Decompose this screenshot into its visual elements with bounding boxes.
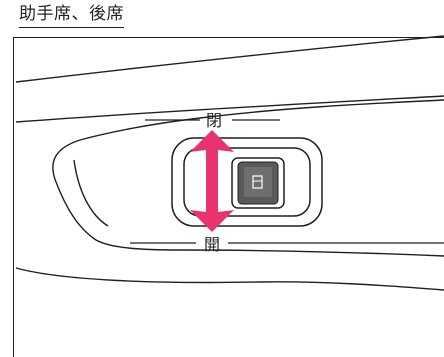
power-window-switch-icon: [231, 157, 285, 209]
arrow-up-head: [190, 130, 234, 188]
switch-bezel: [171, 137, 323, 227]
door-panel-lines: [15, 35, 444, 291]
callouts: [130, 119, 444, 244]
close-label: 閉: [206, 111, 222, 130]
door-window-switch-diagram: 閉 開: [15, 35, 444, 291]
door-lower-line: [15, 267, 444, 291]
door-upper-line: [15, 95, 444, 123]
arrow-down-head: [190, 176, 234, 232]
illustration-frame: [13, 37, 444, 357]
open-label: 開: [204, 235, 220, 254]
bezel-outer: [171, 137, 323, 227]
armrest-panel: [52, 99, 444, 257]
armrest-edge-curve: [73, 159, 109, 227]
bezel-inner: [183, 147, 311, 217]
armrest-outline: [52, 99, 444, 257]
page-title: 助手席、後席: [19, 6, 124, 28]
door-top-line: [15, 35, 444, 83]
double-headed-arrow-icon: [190, 130, 234, 232]
